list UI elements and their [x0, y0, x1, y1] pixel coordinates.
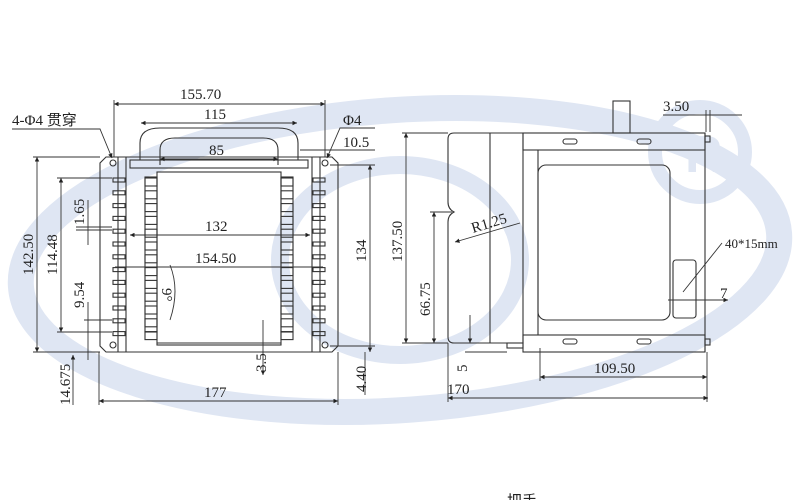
dim-right-offset: 4.40 [354, 366, 370, 392]
mount-hole [321, 159, 329, 167]
fin [112, 254, 126, 260]
fin [144, 203, 158, 213]
dim-depth-body: 109.50 [594, 361, 635, 377]
fin [112, 318, 126, 324]
fin [312, 203, 326, 209]
caption-text: 把手 [507, 493, 537, 500]
fin [112, 279, 126, 285]
front-view: 155.70 115 85 4-Φ4 贯穿 Φ4 10.5 142.50 114… [12, 87, 375, 405]
fin [312, 267, 326, 273]
fin [144, 318, 158, 328]
dim-height-overall: 142.50 [21, 234, 37, 275]
dim-height-right: 134 [354, 239, 370, 262]
dim-inner-width: 132 [205, 219, 228, 235]
fin [280, 190, 294, 200]
dim-shaft-offset: 3.50 [663, 99, 689, 115]
fin [144, 279, 158, 289]
fin [112, 305, 126, 311]
side-end-cap [447, 132, 524, 344]
side-view: 137.50 66.75 R1.25 5 109.50 170 3.50 40*… [390, 99, 778, 402]
fin [112, 190, 126, 196]
fin [144, 305, 158, 315]
fin [312, 279, 326, 285]
dim-label-size: 40*15mm [725, 236, 778, 251]
dim-base-gap: 3.5 [254, 353, 270, 372]
side-panel [537, 164, 671, 321]
fin [144, 177, 158, 187]
mount-hole [109, 159, 117, 167]
dim-fin-span: 114.48 [45, 234, 61, 275]
fin [312, 331, 326, 337]
dim-side-height: 137.50 [390, 221, 406, 262]
registered-mark: R [685, 126, 723, 184]
fin [144, 254, 158, 264]
mount-hole [109, 341, 117, 349]
fin [144, 228, 158, 238]
handle-outer [139, 127, 299, 160]
fin [280, 254, 294, 264]
fin [112, 267, 126, 273]
dim-angle: 9° [158, 288, 174, 302]
cooling-fins [112, 177, 326, 341]
dim-fin-width: 154.50 [195, 251, 236, 267]
fin [280, 305, 294, 315]
fin [280, 177, 294, 187]
fin [112, 241, 126, 247]
front-outline [99, 156, 339, 353]
dim-overall-top: 155.70 [180, 87, 221, 103]
dim-mid-height: 66.75 [418, 282, 434, 316]
dim-holes-note: 4-Φ4 贯穿 [12, 112, 77, 129]
fin [280, 331, 294, 341]
fin [280, 279, 294, 289]
dim-width-overall: 177 [204, 385, 227, 401]
mount-hole [321, 341, 329, 349]
shaft [612, 100, 631, 134]
fin [312, 177, 326, 183]
fin [312, 305, 326, 311]
fin [312, 228, 326, 234]
fin [144, 267, 158, 277]
fin [280, 215, 294, 225]
dim-handle-outer: 115 [204, 107, 226, 123]
dim-fin-thickness: 1.65 [72, 199, 88, 225]
fin [312, 215, 326, 221]
fin [280, 292, 294, 302]
fin [312, 292, 326, 298]
fin [280, 203, 294, 213]
dim-depth-overall: 170 [447, 382, 470, 398]
label-area [672, 259, 697, 319]
fin [144, 241, 158, 251]
fin [144, 190, 158, 200]
fin [112, 331, 126, 337]
fin [280, 318, 294, 328]
dim-handle-inner: 85 [209, 143, 224, 159]
dim-base-step: 5 [455, 365, 471, 373]
fin [312, 241, 326, 247]
fin [312, 318, 326, 324]
dim-radius: R1.25 [469, 211, 508, 237]
dim-bottom-offset: 14.675 [58, 364, 74, 405]
fin [312, 190, 326, 196]
dim-label-offset: 7 [720, 286, 728, 302]
watermark-logo: R [7, 95, 793, 425]
fin [144, 292, 158, 302]
fin [144, 215, 158, 225]
dim-fin-pitch: 9.54 [72, 281, 88, 308]
fin [112, 228, 126, 234]
fin [112, 292, 126, 298]
fin [144, 331, 158, 341]
fin [112, 215, 126, 221]
handle-inner [159, 137, 279, 165]
fin [112, 177, 126, 183]
fin [312, 254, 326, 260]
fin [280, 241, 294, 251]
dim-hole-offset: 10.5 [343, 135, 369, 151]
fin [112, 203, 126, 209]
fin [280, 267, 294, 277]
dim-hole-dia: Φ4 [343, 113, 362, 129]
